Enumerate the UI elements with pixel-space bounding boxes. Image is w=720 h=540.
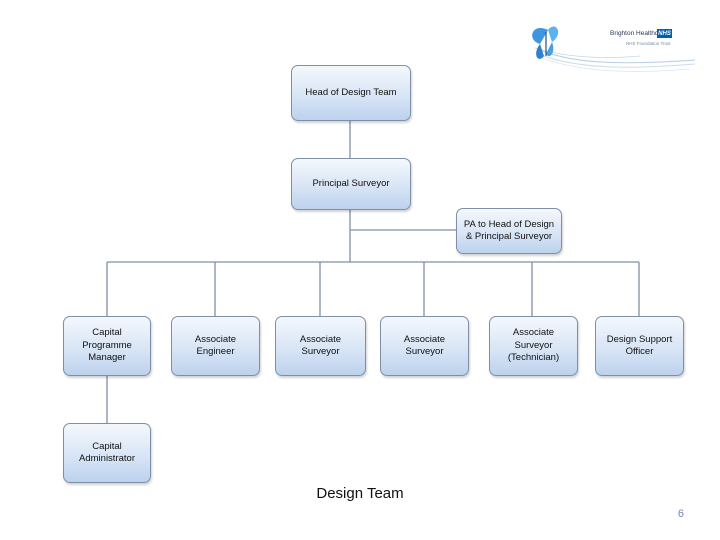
nhs-badge: NHS [657, 29, 672, 38]
logo-butterfly-icon [532, 26, 696, 72]
node-associate-surveyor-technician: Associate Surveyor (Technician) [489, 316, 578, 376]
node-associate-surveyor-1: Associate Surveyor [275, 316, 366, 376]
node-design-support-officer: Design Support Officer [595, 316, 684, 376]
node-head-of-design-team: Head of Design Team [291, 65, 411, 121]
node-principal-surveyor: Principal Surveyor [291, 158, 411, 210]
node-capital-administrator: Capital Administrator [63, 423, 151, 483]
node-associate-engineer: Associate Engineer [171, 316, 260, 376]
node-capital-programme-manager: Capital Programme Manager [63, 316, 151, 376]
node-associate-surveyor-2: Associate Surveyor [380, 316, 469, 376]
logo-org-name: Brighton Healthcare [610, 30, 668, 37]
slide-caption: Design Team [316, 485, 404, 502]
node-pa-to-head: PA to Head of Design & Principal Surveyo… [456, 208, 562, 254]
logo-sub-text: NHS Foundation Trust [626, 41, 671, 46]
page-number: 6 [677, 508, 684, 520]
